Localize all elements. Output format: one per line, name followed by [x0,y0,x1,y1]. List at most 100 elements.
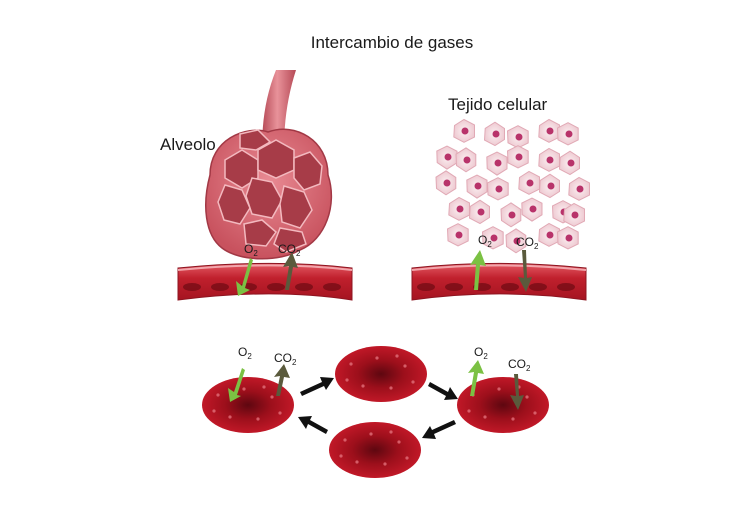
rbc-dot [533,411,537,415]
rbc-dot [375,356,379,360]
cycle-arrow-4 [298,416,328,434]
cell-nucleus [455,231,463,239]
blood-vessel-left [177,263,353,301]
cell-nucleus [477,208,485,216]
vessel-rbc [267,283,285,291]
bronchiole-tube [262,70,296,150]
cell-nucleus [515,133,523,141]
cycle-arrow-2 [428,382,458,400]
co2-arrow-down [518,250,532,292]
rbc-right [457,377,549,433]
cell-layer [435,118,590,254]
o2-arrow-rbc-right [468,360,484,396]
cell-nucleus [444,153,452,161]
cell-nucleus [565,234,573,242]
cell-nucleus [567,159,575,167]
rbc-dot [389,386,393,390]
vessel-rbc [295,283,313,291]
cell-nucleus [495,185,503,193]
rbc-dot [483,415,487,419]
cycle-arrows [298,377,458,439]
tissue-cells: Tejido celular [435,95,590,254]
rbc-dot [511,417,515,421]
cell-nucleus [515,153,523,161]
tissue-exchange-arrows: O2 CO2 [470,233,539,292]
cell-nucleus [492,130,500,138]
cell-nucleus [526,179,534,187]
alveolus-exchange-arrows: O2 CO2 [236,242,301,296]
rbc-dot [228,415,232,419]
label-tejido-celular: Tejido celular [448,95,548,114]
rbc-dot [467,409,471,413]
alveolus-group: Alveolo [160,70,333,260]
rbc-dot [405,456,409,460]
rbc-dot [216,393,220,397]
rbc-dot [278,411,282,415]
rbc-dot [349,362,353,366]
cycle-arrow-1 [300,377,334,396]
rbc-dot [345,378,349,382]
rbc-dot [369,432,373,436]
rbc-dot [355,460,359,464]
co2-label-tissue: CO2 [516,235,539,251]
rbc-dot [403,364,407,368]
co2-label-rbc-right: CO2 [508,357,531,373]
vessel-rbc [183,283,201,291]
blood-vessel-right [411,263,587,301]
rbc-bottom [329,422,421,478]
cell-nucleus [508,211,516,219]
rbc-dot [262,385,266,389]
o2-arrow-up [470,250,486,290]
cell-nucleus [546,231,554,239]
rbc-dot [411,380,415,384]
vessel-rbc [445,283,463,291]
co2-arrow-rbc-left [274,364,290,396]
vessel-rbc [211,283,229,291]
diagram-title: Intercambio de gases [311,33,474,52]
rbc-dot [525,395,529,399]
cell-nucleus [461,127,469,135]
rbc-dot [339,454,343,458]
vessel-rbc [529,283,547,291]
rbc-dot [212,409,216,413]
cell-nucleus [576,185,584,193]
rbc-dot [389,430,393,434]
vessel-rbc [323,283,341,291]
rbc-dot [383,462,387,466]
rbc-cycle: O2 CO2 O2 CO2 [202,345,549,478]
o2-label-rbc-left: O2 [238,345,252,361]
cell-nucleus [565,130,573,138]
cell-nucleus [474,182,482,190]
cell-nucleus [456,205,464,213]
vessel-cells-right [417,283,575,291]
o2-label-alveolus: O2 [244,242,258,258]
co2-arrow-up [283,252,298,290]
cycle-arrow-3 [422,420,456,439]
vessel-rbc [417,283,435,291]
cell-nucleus [529,205,537,213]
o2-arrow-rbc-left [228,368,245,402]
vessel-rbc [501,283,519,291]
vessel-rbc [557,283,575,291]
o2-label-rbc-right: O2 [474,345,488,361]
co2-label-rbc-left: CO2 [274,351,297,367]
rbc-dot [361,384,365,388]
co2-arrow-rbc-right [510,374,524,410]
rbc-dot [395,354,399,358]
o2-label-tissue: O2 [478,233,492,249]
rbc-dot [397,440,401,444]
alveoli-compartments [217,129,323,253]
cell-nucleus [546,156,554,164]
cell-nucleus [463,156,471,164]
cell-nucleus [494,159,502,167]
rbc-dot [497,387,501,391]
rbc-left [202,377,294,433]
rbc-dot [270,395,274,399]
cell-nucleus [546,127,554,135]
cell-nucleus [571,211,579,219]
o2-arrow-down [236,258,253,296]
rbc-dot [343,438,347,442]
rbc-dot [256,417,260,421]
